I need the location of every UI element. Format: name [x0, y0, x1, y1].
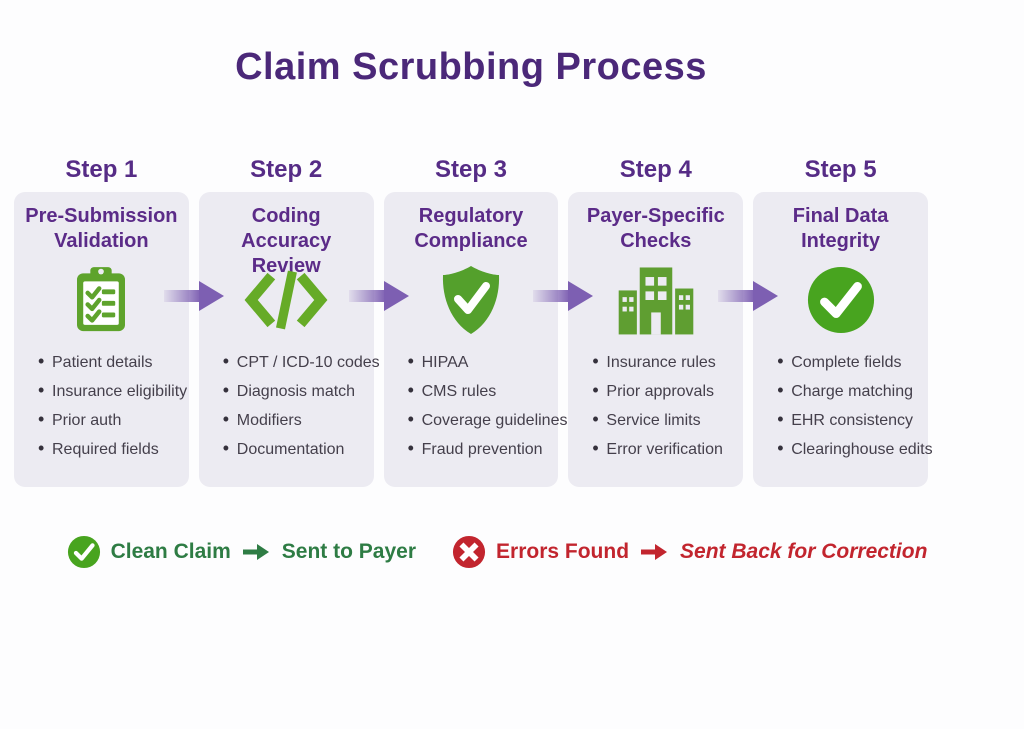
- step-5-bullet-list: Complete fields Charge matching EHR cons…: [759, 347, 932, 464]
- clean-claim-result: Sent to Payer: [281, 540, 417, 563]
- step-1-card: Pre-Submission Validation: [14, 192, 189, 487]
- list-item: Fraud prevention: [408, 434, 551, 464]
- list-item: Clearinghouse edits: [777, 434, 932, 464]
- step-3-card: Regulatory Compliance HIPAA CMS rules Co…: [383, 192, 568, 487]
- list-item: EHR consistency: [777, 405, 920, 435]
- list-item: Documentation: [223, 434, 366, 464]
- page-title: Claim Scrubbing Process: [235, 46, 707, 88]
- list-item: Service limits: [592, 405, 735, 435]
- list-item: Diagnosis match: [223, 376, 366, 406]
- step-column-3: Step 3 Regulatory Compliance HIPAA: [383, 155, 568, 487]
- list-item: Patient details: [38, 347, 181, 377]
- list-item: Prior approvals: [592, 376, 735, 406]
- list-item: CPT / ICD-10 codes: [223, 347, 380, 377]
- list-item: CMS rules: [408, 376, 551, 406]
- step-1-bullet-list: Patient details Insurance eligibility Pr…: [20, 347, 187, 464]
- step-4-label: Step 4: [619, 156, 692, 183]
- step-4-title: Payer-Specific Checks: [586, 205, 725, 252]
- step-3-bullet-list: HIPAA CMS rules Coverage guidelines Frau…: [390, 347, 568, 464]
- clean-claim-legend: Clean Claim Sent to Payer: [67, 535, 416, 569]
- step-2-title: Coding Accuracy Review: [241, 205, 332, 277]
- list-item: Charge matching: [777, 376, 920, 406]
- outcome-legend: Clean Claim Sent to Payer Errors Found: [0, 535, 1009, 569]
- list-item: Prior auth: [38, 405, 181, 435]
- flow-arrow-icon: [164, 281, 224, 311]
- code-brackets-icon: [205, 258, 368, 342]
- step-column-5: Step 5 Final Data Integrity Complete fie…: [753, 155, 933, 487]
- step-5-card: Final Data Integrity Complete fields Cha…: [753, 192, 933, 487]
- step-3-title: Regulatory Compliance: [414, 205, 528, 252]
- list-item: HIPAA: [408, 347, 551, 377]
- step-4-bullet-list: Insurance rules Prior approvals Service …: [574, 347, 737, 464]
- flow-arrow-icon: [533, 281, 593, 311]
- step-column-2: Step 2 Coding Accuracy Review: [198, 155, 380, 487]
- list-item: Insurance rules: [592, 347, 735, 377]
- list-item: Insurance eligibility: [38, 376, 187, 406]
- flow-arrow-icon: [349, 281, 409, 311]
- step-2-label: Step 2: [250, 156, 323, 183]
- step-column-1: Step 1 Pre-Submission Validation: [14, 155, 189, 487]
- check-circle-icon: [67, 535, 101, 569]
- x-circle-icon: [452, 535, 486, 569]
- clean-claim-label: Clean Claim: [110, 540, 231, 563]
- list-item: Required fields: [38, 434, 181, 464]
- list-item: Modifiers: [223, 405, 366, 435]
- shield-check-icon: [390, 258, 553, 342]
- process-steps-row: Step 1 Pre-Submission Validation: [14, 155, 933, 487]
- step-3-label: Step 3: [434, 156, 507, 183]
- step-5-title: Final Data Integrity: [792, 205, 889, 252]
- claim-scrubbing-infographic: Claim Scrubbing Process Step 1 Pre-Submi…: [0, 46, 1024, 729]
- step-5-label: Step 5: [804, 156, 877, 183]
- list-item: Error verification: [592, 434, 735, 464]
- errors-found-legend: Errors Found Sent Back for Correction: [452, 535, 927, 569]
- step-2-bullet-list: CPT / ICD-10 codes Diagnosis match Modif…: [205, 347, 380, 464]
- green-arrow-icon: [242, 543, 270, 561]
- step-2-card: Coding Accuracy Review CPT / ICD-10 code…: [198, 192, 380, 487]
- errors-found-result: Sent Back for Correction: [680, 540, 928, 563]
- list-item: Coverage guidelines: [408, 405, 568, 435]
- step-1-label: Step 1: [65, 156, 138, 183]
- step-column-4: Step 4 Payer-Specific Checks: [568, 155, 744, 487]
- red-arrow-icon: [641, 543, 668, 561]
- clipboard-check-icon: [20, 258, 183, 342]
- flow-arrow-icon: [718, 281, 778, 311]
- list-item: Complete fields: [777, 347, 920, 377]
- step-4-card: Payer-Specific Checks: [568, 192, 744, 487]
- hospital-building-icon: [574, 258, 737, 342]
- check-circle-icon: [759, 258, 922, 342]
- errors-found-label: Errors Found: [496, 540, 630, 563]
- step-1-title: Pre-Submission Validation: [25, 205, 178, 252]
